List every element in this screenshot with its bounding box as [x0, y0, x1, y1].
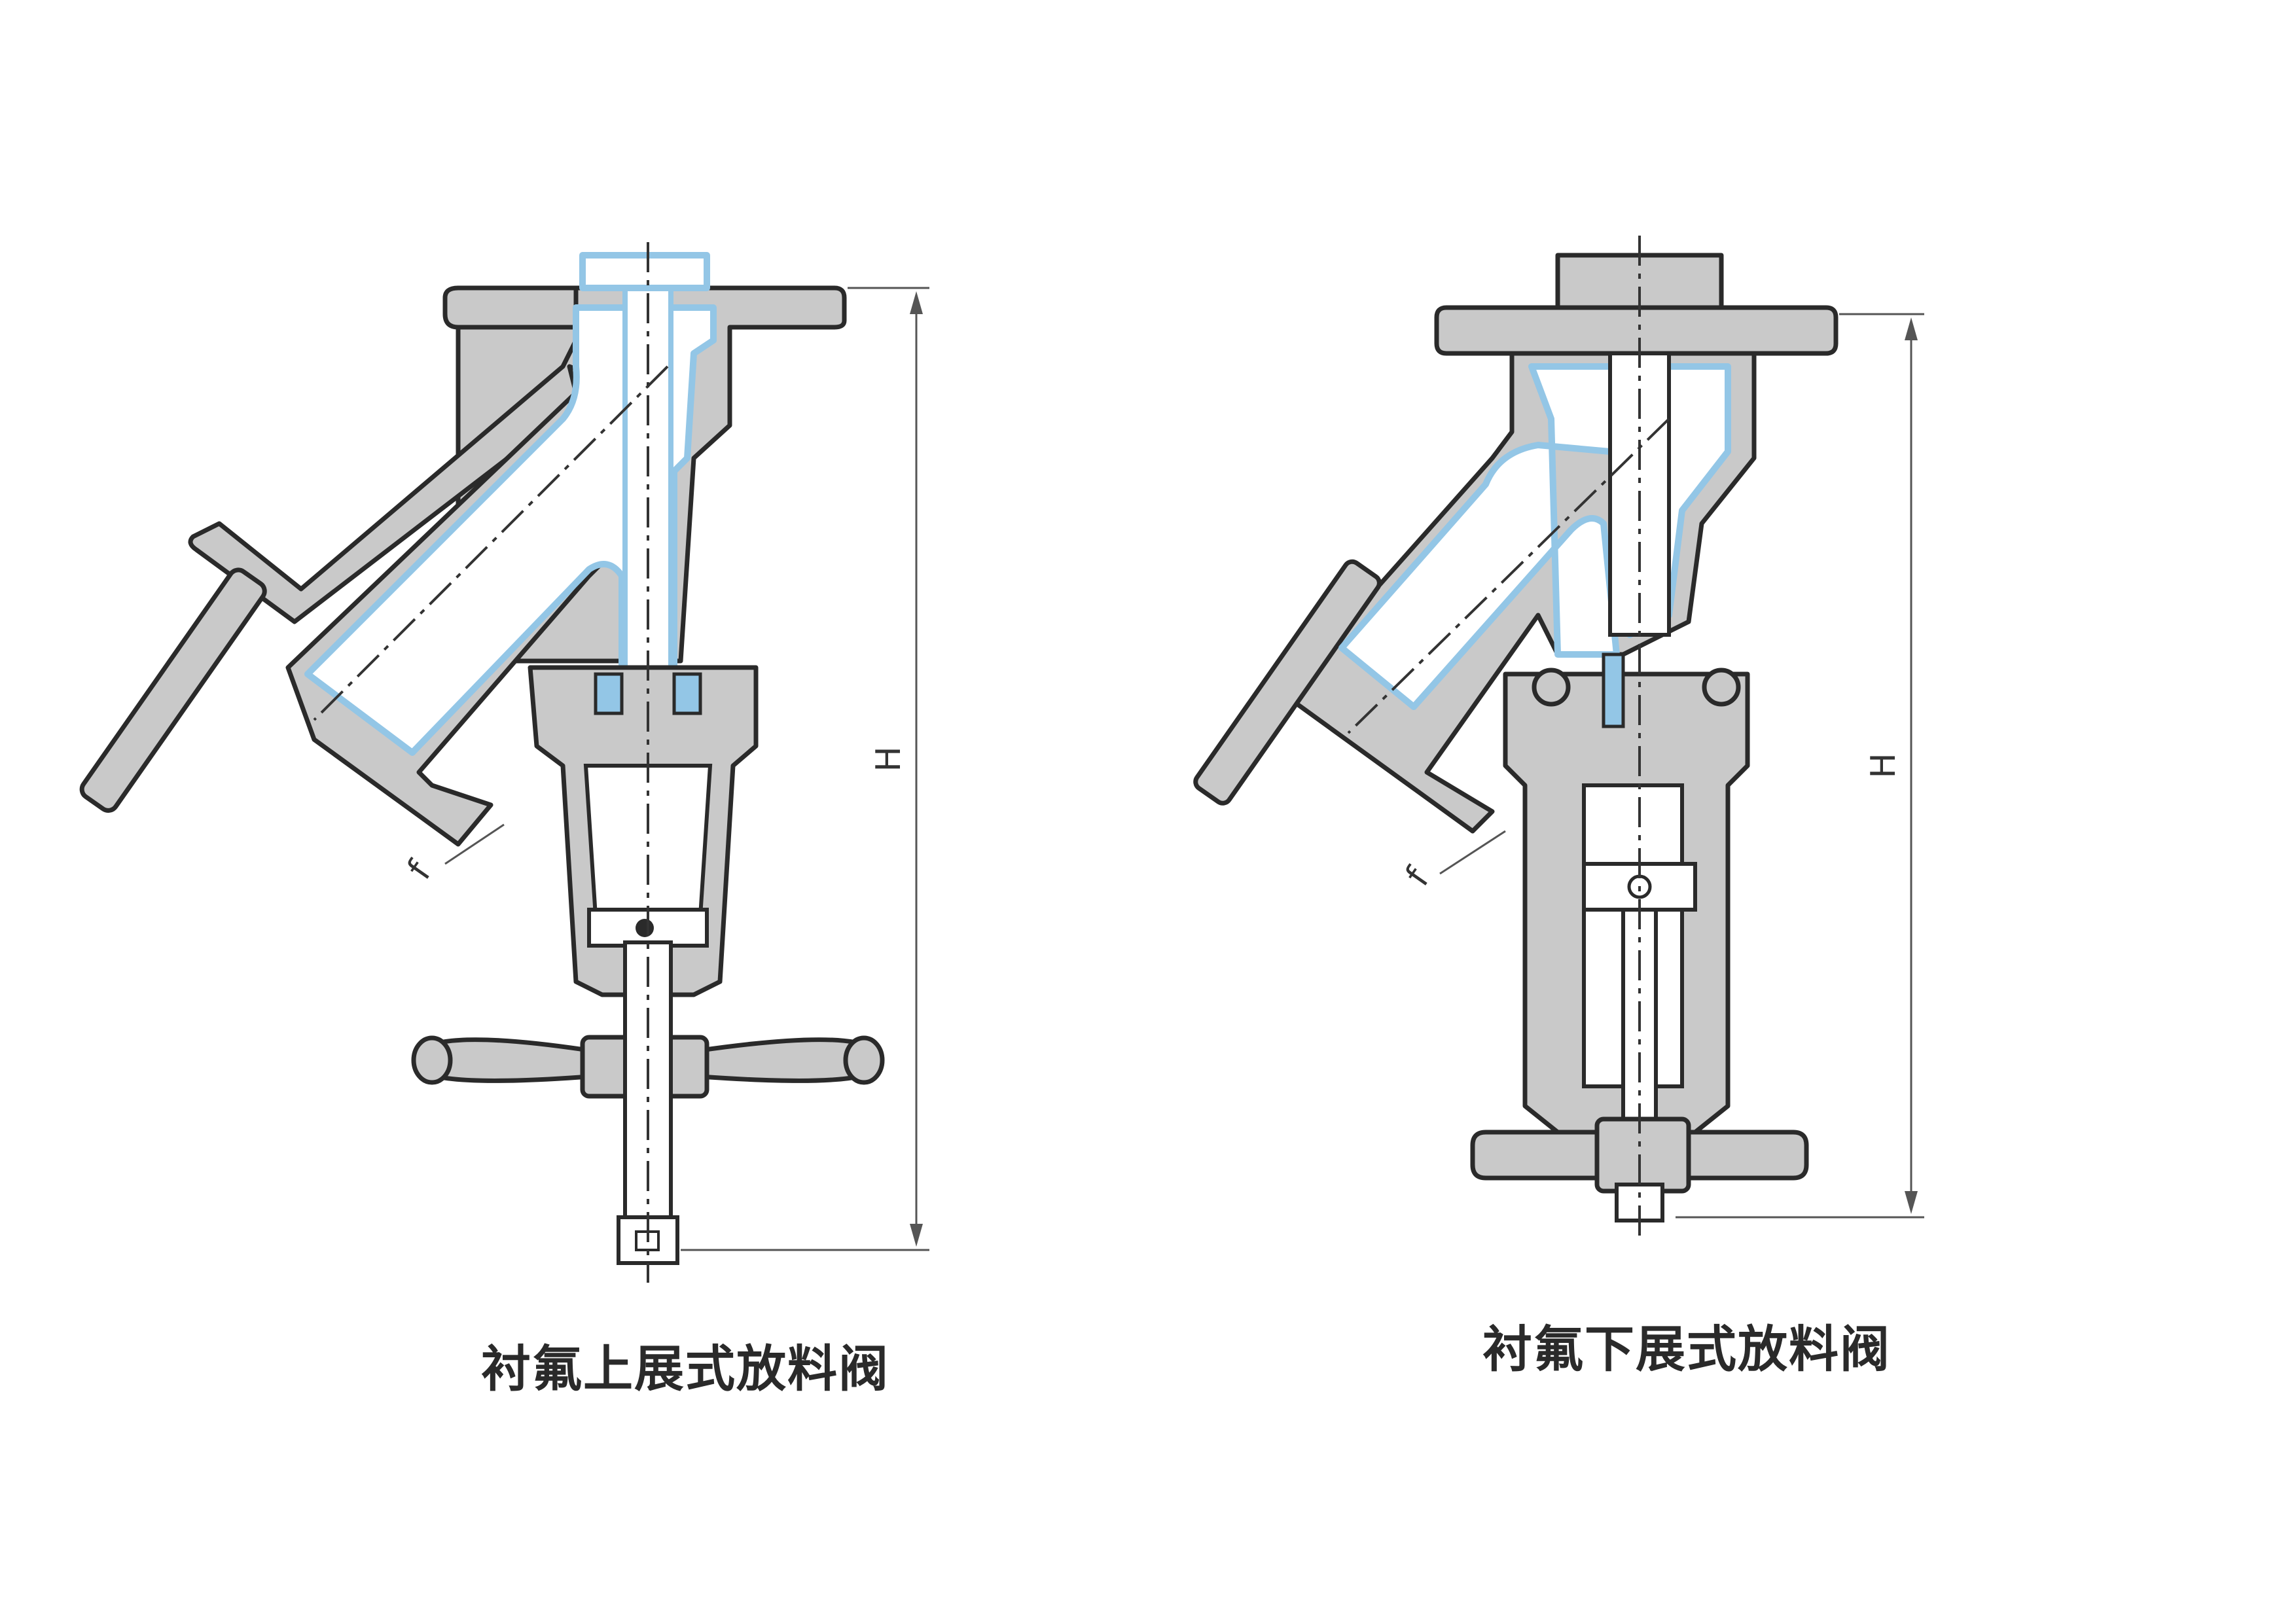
right-dim-f-line [1439, 830, 1506, 875]
left-body-angled-pipe [188, 338, 579, 624]
right-inlet-flange [1193, 559, 1382, 806]
downward-discharge-valve: H f [1193, 236, 1924, 1243]
left-inlet-flange [79, 567, 267, 813]
left-dim-f-line [444, 823, 505, 865]
left-handwheel-right-end [843, 1035, 885, 1085]
left-inclined-centerline [313, 365, 669, 721]
right-figure-caption: 衬氟下展式放料阀 [1482, 1320, 1891, 1378]
left-dim-H-label: H [869, 746, 908, 772]
left-figure-caption: 衬氟上展式放料阀 [481, 1340, 889, 1398]
left-gland-pin [636, 919, 654, 937]
left-dim-f-label: f [400, 853, 440, 887]
right-top-cap [1555, 253, 1724, 310]
upward-discharge-valve: H f [79, 242, 929, 1283]
left-packing-right [672, 672, 702, 715]
left-internal-passage [304, 304, 717, 756]
right-bolt-left [1532, 668, 1571, 707]
right-dim-H-arrow-top [1905, 317, 1918, 340]
right-handwheel-hub [1594, 1116, 1691, 1194]
right-dim-H-arrow-bottom [1905, 1191, 1918, 1214]
right-inclined-centerline [1347, 418, 1670, 734]
right-packing [1602, 652, 1625, 728]
right-top-flange [1434, 305, 1839, 356]
left-handwheel-left-end [411, 1035, 453, 1085]
left-top-cap [579, 252, 710, 291]
right-bolt-right [1702, 668, 1741, 707]
left-dim-H-arrow-top [910, 291, 923, 314]
right-dim-f-label: f [1398, 860, 1438, 893]
right-dim-H-label: H [1864, 753, 1903, 778]
left-packing-left [594, 672, 624, 715]
left-body-casting [442, 285, 579, 330]
left-dim-H-arrow-bottom [910, 1224, 923, 1247]
